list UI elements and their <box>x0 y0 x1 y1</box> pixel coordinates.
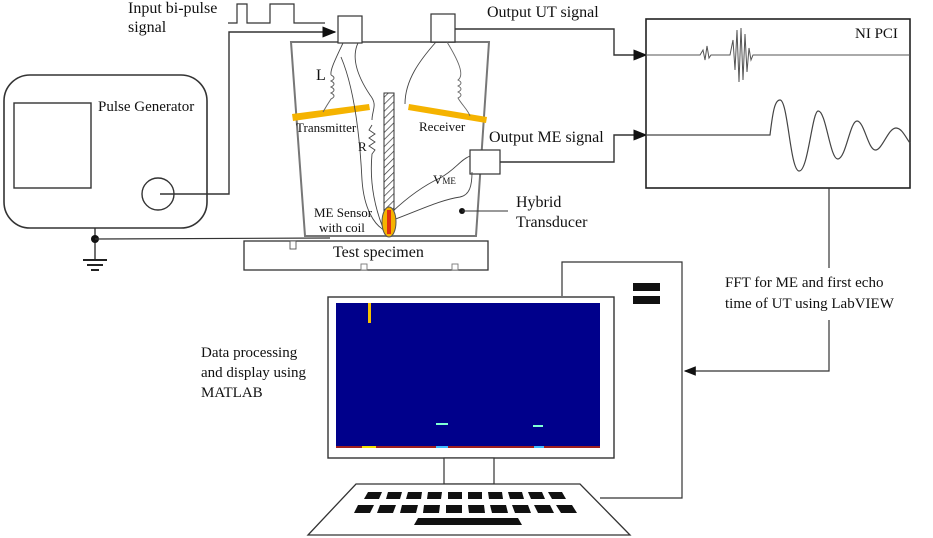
receiver-element <box>408 104 487 123</box>
fft-label: FFT for ME and first echo <box>725 275 884 291</box>
computer-monitor-icon <box>327 296 615 485</box>
ground-icon <box>83 228 107 271</box>
output-me-label: Output ME signal <box>489 129 604 146</box>
transmitter-element <box>292 104 370 121</box>
ground-wire <box>94 237 331 240</box>
test-specimen-label: Test specimen <box>333 244 424 261</box>
pulse-generator-label: Pulse Generator <box>98 99 195 115</box>
input-signal-wire <box>160 26 337 195</box>
vme-subscript: ME <box>442 176 456 186</box>
oscilloscope-icon <box>645 18 911 189</box>
hybrid-transducer-label: Hybrid <box>516 194 562 211</box>
pulse-generator-icon <box>3 74 208 229</box>
input-signal-label-2: signal <box>128 19 167 36</box>
receiver-connector <box>430 13 456 43</box>
bi-pulse-waveform <box>228 3 325 24</box>
transmitter-label: Transmitter <box>296 120 357 135</box>
matlab-label-3: MATLAB <box>201 385 263 401</box>
matlab-label: Data processing <box>201 345 298 361</box>
me-sensor-icon <box>381 206 397 238</box>
output-ut-label: Output UT signal <box>487 4 599 21</box>
inductor-label: L <box>316 67 326 84</box>
input-signal-label: Input bi-pulse <box>128 0 218 17</box>
resistor-label: R <box>358 139 367 154</box>
me-output-wire <box>500 129 648 163</box>
receiver-label: Receiver <box>419 119 466 134</box>
vme-main: V <box>433 172 443 187</box>
me-sensor-label: ME Sensor <box>314 205 373 220</box>
me-connector <box>469 149 501 175</box>
me-sensor-label-2: with coil <box>319 220 365 235</box>
delay-rod <box>383 92 395 216</box>
ni-pci-label: NI PCI <box>855 26 898 42</box>
resistor-icon <box>368 124 384 229</box>
matlab-label-2: and display using <box>201 365 306 381</box>
transmitter-connector <box>337 15 363 44</box>
inductor-coil <box>322 74 335 113</box>
ut-output-wire <box>455 28 648 61</box>
keyboard-icon <box>306 483 632 536</box>
hybrid-transducer-label-2: Transducer <box>516 214 588 231</box>
vme-label: VME <box>433 173 456 187</box>
fft-label-2: time of UT using LabVIEW <box>725 296 894 312</box>
